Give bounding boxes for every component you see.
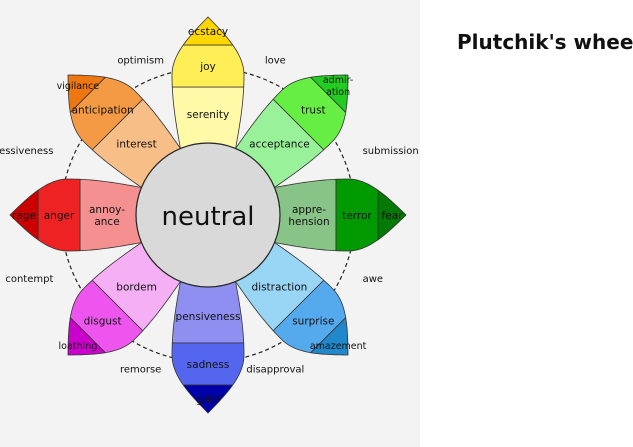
page-title: Plutchik's wheel — [457, 30, 633, 54]
label-trust-inner: acceptance — [249, 139, 310, 151]
label-fear-outer: fear — [382, 210, 404, 222]
dyad-remorse: remorse — [120, 364, 161, 375]
label-fear-inner: appre-hension — [288, 204, 329, 228]
dyad-optimism: optimism — [117, 56, 164, 67]
label-trust-middle: trust — [301, 105, 326, 117]
petal-joy-outer-segment — [182, 16, 234, 46]
label-disgust-inner: bordem — [116, 281, 157, 293]
label-anger-middle: anger — [44, 210, 75, 222]
petal-fear-outer-segment — [377, 189, 407, 241]
label-anticipation-middle: anticipation — [72, 105, 134, 117]
petal-trust-outer-segment — [309, 74, 349, 114]
dyad-contempt: contempt — [5, 274, 53, 285]
petal-sadness-outer-segment — [182, 384, 234, 414]
label-disgust-middle: disgust — [84, 315, 122, 327]
label-sadness-outer: grief — [196, 394, 220, 406]
wheel-panel: serenity joy ecstacy acceptance trust admir-a… — [0, 0, 420, 447]
label-sadness-inner: pensiveness — [176, 311, 241, 323]
dyad-awe: awe — [363, 274, 383, 285]
petal-anger — [9, 178, 144, 252]
center-label: neutral — [162, 202, 255, 232]
center-circle — [135, 142, 281, 288]
label-anger-outer: rage — [12, 210, 36, 222]
petal-anger-outer-segment — [9, 189, 39, 241]
dyad-love: love — [265, 56, 286, 67]
label-joy-outer: ecstacy — [188, 26, 228, 38]
label-anger-inner: annoy-ance — [89, 204, 125, 228]
petal-disgust-outer-segment — [67, 316, 107, 356]
petal-fear — [272, 178, 407, 252]
dyad-submission: submission — [363, 146, 419, 157]
label-anticipation-outer: vigilance — [57, 81, 100, 92]
label-surprise-middle: surprise — [292, 315, 334, 327]
petal-surprise-outer-segment — [309, 316, 349, 356]
dyad-aggressiveness: aggressiveness — [0, 146, 53, 157]
petal-sadness — [171, 279, 245, 414]
label-joy-middle: joy — [199, 61, 216, 73]
label-trust-outer: admir-ation — [323, 75, 353, 98]
plutchik-wheel-diagram: serenity joy ecstacy acceptance trust admir-a… — [0, 16, 419, 414]
label-joy-inner: serenity — [187, 109, 229, 121]
petal-anticipation-outer-segment — [67, 74, 107, 114]
label-surprise-outer: amazement — [310, 341, 367, 352]
dyad-disapproval: disapproval — [246, 364, 304, 375]
label-surprise-inner: distraction — [252, 281, 308, 293]
label-sadness-middle: sadness — [187, 359, 230, 371]
label-anticipation-inner: interest — [116, 139, 156, 151]
label-fear-middle: terror — [342, 210, 372, 222]
petal-joy — [171, 16, 245, 151]
label-disgust-outer: loathing — [59, 341, 98, 352]
